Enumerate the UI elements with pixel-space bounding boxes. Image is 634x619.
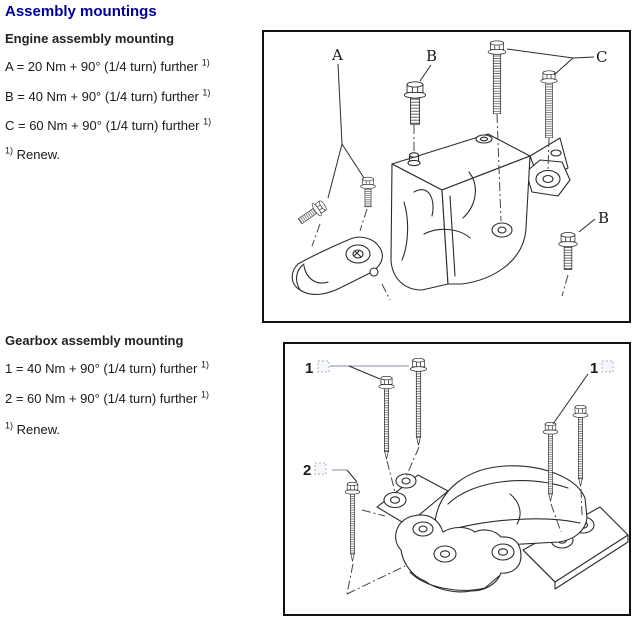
gearbox-footnote: 1) Renew.	[5, 420, 61, 437]
footnote-marker: 1)	[5, 420, 14, 431]
engine-spec-c: C = 60 Nm + 90° (1/4 turn) further 1)	[5, 116, 212, 133]
footnote-ref: 1)	[200, 389, 209, 400]
engine-mount-drawing	[390, 133, 571, 291]
footnote-ref: 1)	[202, 87, 211, 98]
leader-dark	[346, 365, 589, 483]
footnote-text: Renew.	[16, 422, 61, 437]
leader-gray	[330, 365, 409, 471]
mount-stud	[407, 152, 421, 167]
leader-a	[327, 63, 365, 199]
centerline-1a	[386, 460, 396, 493]
centerline-2	[346, 509, 406, 595]
screw-1d-icon	[572, 405, 589, 487]
centerline-1d	[580, 488, 583, 516]
spec-text: 2 = 60 Nm + 90° (1/4 turn) further	[5, 391, 198, 406]
diagram-label-1-right: 1	[590, 360, 598, 377]
engine-spec-a: A = 20 Nm + 90° (1/4 turn) further 1)	[5, 57, 210, 74]
leader-c	[506, 48, 595, 76]
gearbox-section-heading: Gearbox assembly mounting	[5, 333, 184, 348]
engine-spec-b: B = 40 Nm + 90° (1/4 turn) further 1)	[5, 87, 211, 104]
screw-2-icon	[344, 482, 361, 562]
bolt-a1-icon	[295, 198, 329, 228]
diagram-label-a: A	[331, 46, 343, 64]
bolt-c2-icon	[540, 70, 558, 138]
spec-text: B = 40 Nm + 90° (1/4 turn) further	[5, 89, 199, 104]
bolt-a2-icon	[360, 176, 376, 208]
engine-diagram-figure: A B C B	[262, 30, 631, 323]
spec-text: 1 = 40 Nm + 90° (1/4 turn) further	[5, 361, 198, 376]
diagram-label-b-top: B	[426, 47, 437, 65]
gearbox-mount-drawing	[376, 465, 629, 593]
link-box-icon[interactable]	[314, 462, 327, 475]
bolt-c1-icon	[487, 40, 507, 114]
centerline-1c	[550, 503, 562, 533]
spec-text: A = 20 Nm + 90° (1/4 turn) further	[5, 59, 199, 74]
link-box-icon[interactable]	[317, 360, 330, 373]
diagram-label-b-right: B	[598, 209, 609, 227]
diagram-label-1-left: 1	[305, 360, 313, 377]
bolt-b-top-icon	[403, 81, 427, 125]
footnote-text: Renew.	[16, 147, 61, 162]
diagram-label-c: C	[596, 48, 607, 66]
engine-diagram: A B C B	[291, 40, 609, 301]
centerline-c2	[547, 137, 550, 170]
gearbox-diagram-figure: 1 1 2	[283, 342, 631, 616]
centerline-a	[311, 208, 391, 301]
gearbox-spec-1: 1 = 40 Nm + 90° (1/4 turn) further 1)	[5, 359, 209, 376]
page-title: Assembly mountings	[5, 3, 157, 20]
gearbox-diagram: 1 1 2	[303, 358, 629, 595]
centerline-b-right	[561, 274, 569, 297]
footnote-ref: 1)	[203, 116, 212, 127]
diagram-label-2: 2	[303, 462, 311, 479]
leader-b-top	[419, 64, 432, 82]
link-box-icon[interactable]	[601, 360, 614, 373]
gearbox-spec-2: 2 = 60 Nm + 90° (1/4 turn) further 1)	[5, 389, 209, 406]
screw-1a-icon	[378, 376, 395, 460]
spec-text: C = 60 Nm + 90° (1/4 turn) further	[5, 118, 200, 133]
leader-b-right	[578, 218, 596, 233]
footnote-marker: 1)	[5, 145, 14, 156]
centerline-c1	[496, 113, 502, 222]
support-bracket-drawing	[291, 236, 383, 296]
engine-footnote: 1) Renew.	[5, 145, 61, 162]
footnote-ref: 1)	[201, 57, 210, 68]
screw-1b-icon	[409, 358, 428, 446]
engine-section-heading: Engine assembly mounting	[5, 31, 175, 46]
footnote-ref: 1)	[200, 359, 209, 370]
bolt-b-right-icon	[558, 232, 578, 270]
centerline-1b	[405, 446, 420, 478]
